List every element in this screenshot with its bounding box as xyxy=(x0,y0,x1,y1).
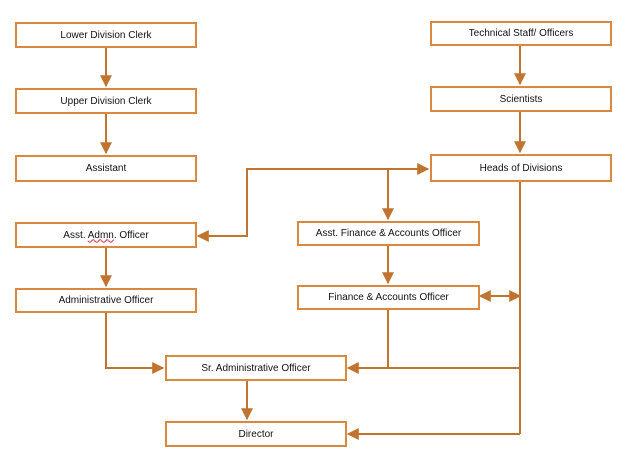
node-assistant: Assistant xyxy=(15,155,197,182)
node-label: Lower Division Clerk xyxy=(60,29,152,41)
node-director: Director xyxy=(165,421,347,447)
node-scientists: Scientists xyxy=(430,86,612,112)
node-label: Sr. Administrative Officer xyxy=(201,362,311,374)
node-label: Asst. Admn. Officer xyxy=(63,230,148,241)
node-label-part: . Officer xyxy=(113,229,149,241)
node-label: Assistant xyxy=(85,163,127,174)
node-label: Director xyxy=(238,428,274,440)
node-label: Upper Division Clerk xyxy=(60,95,152,107)
node-sr-administrative-officer: Sr. Administrative Officer xyxy=(165,355,347,381)
node-asst-finance-accounts-officer: Asst. Finance & Accounts Officer xyxy=(297,221,480,246)
node-finance-accounts-officer: Finance & Accounts Officer xyxy=(297,285,480,310)
node-label: Administrative Officer xyxy=(58,295,154,306)
node-label: Scientists xyxy=(499,93,543,105)
edge-ao-sao xyxy=(105,313,165,374)
node-label: Heads of Divisions xyxy=(479,162,563,174)
node-label: Finance & Accounts Officer xyxy=(328,292,449,303)
node-label: Asst. Finance & Accounts Officer xyxy=(315,228,462,239)
node-heads-of-divisions: Heads of Divisions xyxy=(430,154,612,182)
node-asst-admn-officer: Asst. Admn. Officer xyxy=(15,222,197,248)
node-lower-division-clerk: Lower Division Clerk xyxy=(15,22,197,48)
node-label: Technical Staff/ Officers xyxy=(468,28,574,39)
node-label-part: Admn xyxy=(87,229,114,241)
node-label-part: Asst. xyxy=(63,229,88,241)
node-administrative-officer: Administrative Officer xyxy=(15,288,197,313)
node-upper-division-clerk: Upper Division Clerk xyxy=(15,88,197,114)
node-technical-staff-officers: Technical Staff/ Officers xyxy=(430,21,612,46)
